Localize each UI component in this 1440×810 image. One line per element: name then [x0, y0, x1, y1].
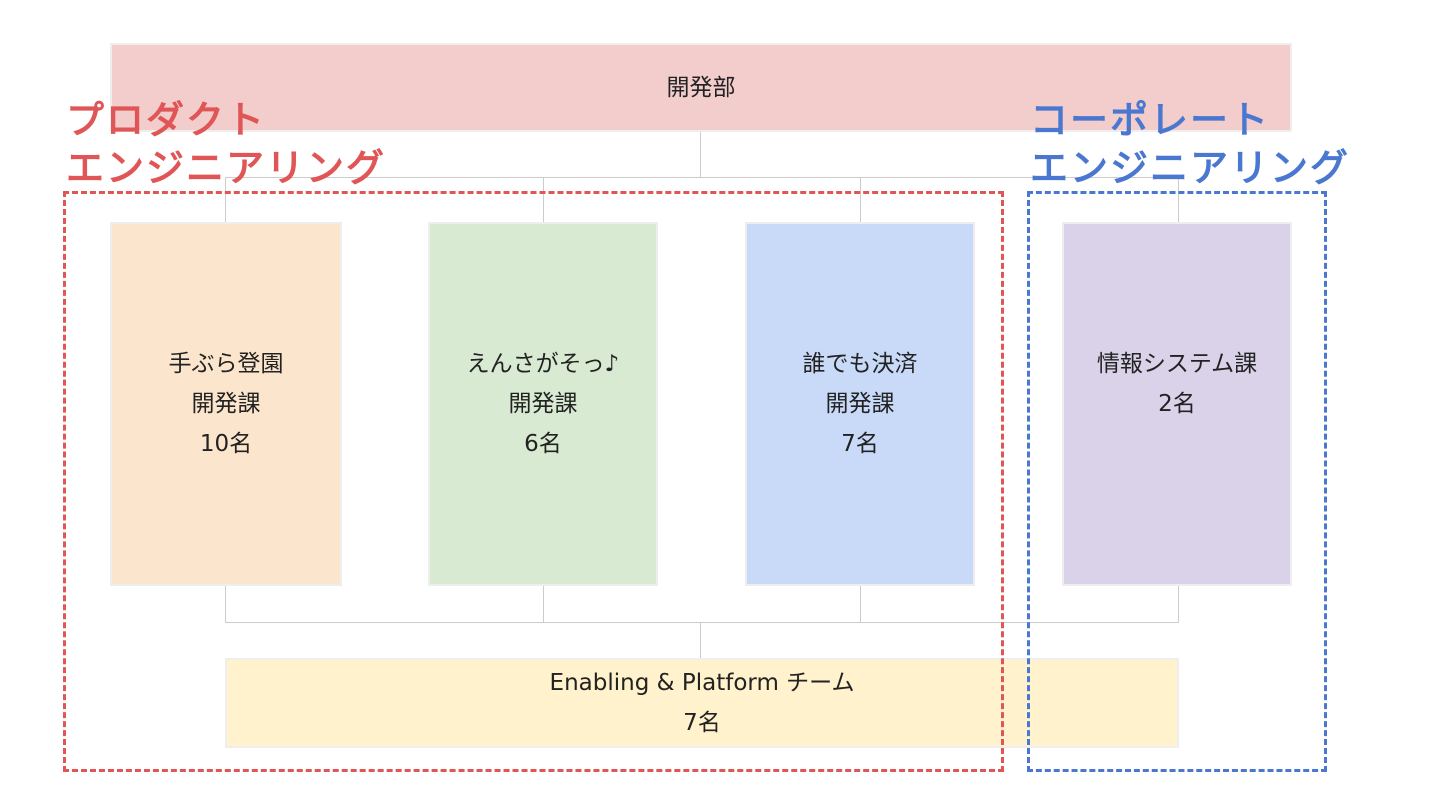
platform-team-box: Enabling & Platform チーム 7名	[225, 658, 1179, 748]
connector	[225, 586, 226, 623]
connector	[225, 622, 1179, 623]
section-name: えんさがそっ♪	[466, 351, 620, 377]
connector	[700, 622, 701, 658]
platform-team-name: Enabling & Platform チーム	[549, 670, 855, 696]
section-box-infosys: 情報システム課 2名	[1062, 222, 1292, 586]
section-name: 開発課	[508, 391, 578, 417]
section-name: 情報システム課	[1096, 351, 1258, 377]
connector	[225, 177, 226, 222]
connector	[860, 586, 861, 623]
connector	[225, 177, 1179, 178]
platform-team-count: 7名	[683, 710, 721, 736]
connector	[543, 586, 544, 623]
department-name: 開発部	[666, 74, 736, 101]
connector	[543, 177, 544, 222]
product-engineering-label: プロダクト エンジニアリング	[66, 96, 386, 192]
section-name: 誰でも決済	[802, 351, 918, 377]
section-count: 6名	[524, 431, 562, 457]
product-engineering-group	[63, 191, 1004, 772]
section-count: 2名	[1158, 391, 1196, 417]
section-box-payment: 誰でも決済 開発課 7名	[745, 222, 975, 586]
connector	[860, 177, 861, 222]
connector	[1178, 177, 1179, 222]
section-name: 開発課	[191, 391, 261, 417]
corporate-engineering-group	[1027, 191, 1327, 772]
label-line: コーポレート	[1030, 98, 1271, 142]
label-line: エンジニアリング	[1030, 146, 1351, 190]
section-count: 7名	[841, 431, 879, 457]
connector	[1178, 586, 1179, 623]
section-name: 手ぶら登園	[168, 351, 284, 377]
section-count: 10名	[199, 431, 253, 457]
section-box-tebura: 手ぶら登園 開発課 10名	[110, 222, 342, 586]
section-box-ensagaso: えんさがそっ♪ 開発課 6名	[428, 222, 658, 586]
label-line: エンジニアリング	[66, 146, 387, 190]
section-name: 開発課	[825, 391, 895, 417]
corporate-engineering-label: コーポレート エンジニアリング	[1030, 96, 1350, 192]
connector	[700, 132, 701, 178]
label-line: プロダクト	[66, 98, 267, 142]
department-box: 開発部	[110, 43, 1292, 132]
